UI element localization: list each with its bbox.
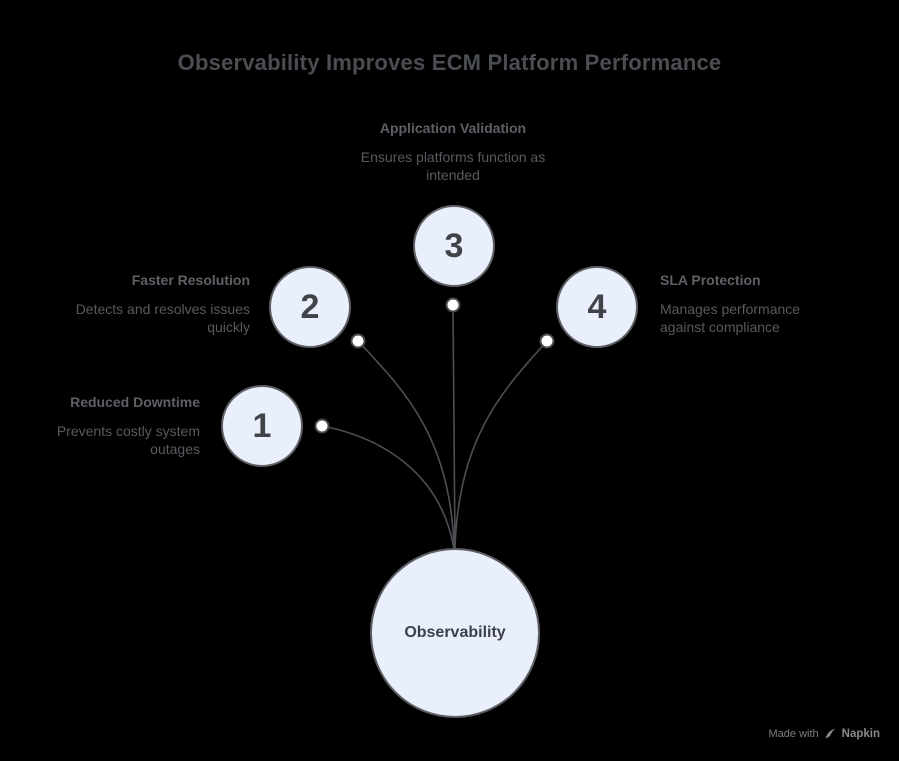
item4-label-block: SLA Protection Manages performance again… [660, 271, 835, 336]
node-number-2: 2 [300, 288, 320, 326]
anchor-dot-item2 [350, 333, 366, 349]
node-number-3: 3 [444, 227, 464, 265]
made-with-text: Made with [768, 727, 819, 740]
item2-title: Faster Resolution [131, 272, 250, 288]
item1-description: Prevents costly system outages [56, 423, 200, 457]
anchor-dot-item3 [445, 297, 461, 313]
connector-item2-to-center [357, 340, 455, 550]
item4-description: Manages performance against compliance [660, 301, 801, 335]
napkin-brand-text: Napkin [841, 727, 880, 740]
item1-title: Reduced Downtime [70, 394, 200, 410]
node-circle-2: 2 [269, 266, 351, 348]
item1-label-block: Reduced Downtime Prevents costly system … [38, 393, 200, 458]
napkin-pen-icon [825, 728, 836, 739]
connector-item4-to-center [454, 340, 548, 550]
item2-description: Detects and resolves issues quickly [75, 301, 250, 335]
center-circle-observability: Observability [370, 548, 540, 718]
item3-title: Application Validation [379, 120, 527, 136]
connector-item3-to-center [452, 304, 456, 550]
anchor-dot-item4 [539, 333, 555, 349]
attribution-footer: Made with Napkin [769, 727, 880, 740]
connector-item1-to-center [321, 425, 455, 550]
center-label: Observability [404, 624, 506, 641]
item2-label-block: Faster Resolution Detects and resolves i… [58, 271, 250, 336]
anchor-dot-item1 [314, 418, 330, 434]
node-circle-1: 1 [221, 385, 303, 467]
diagram-title: Observability Improves ECM Platform Perf… [177, 50, 722, 75]
node-circle-4: 4 [556, 266, 638, 348]
node-circle-3: 3 [413, 205, 495, 287]
item3-description: Ensures platforms function as intended [360, 149, 546, 183]
item3-label-block: Application Validation Ensures platforms… [348, 119, 558, 184]
node-number-4: 4 [587, 288, 607, 326]
item4-title: SLA Protection [660, 272, 761, 288]
node-number-1: 1 [252, 407, 272, 445]
